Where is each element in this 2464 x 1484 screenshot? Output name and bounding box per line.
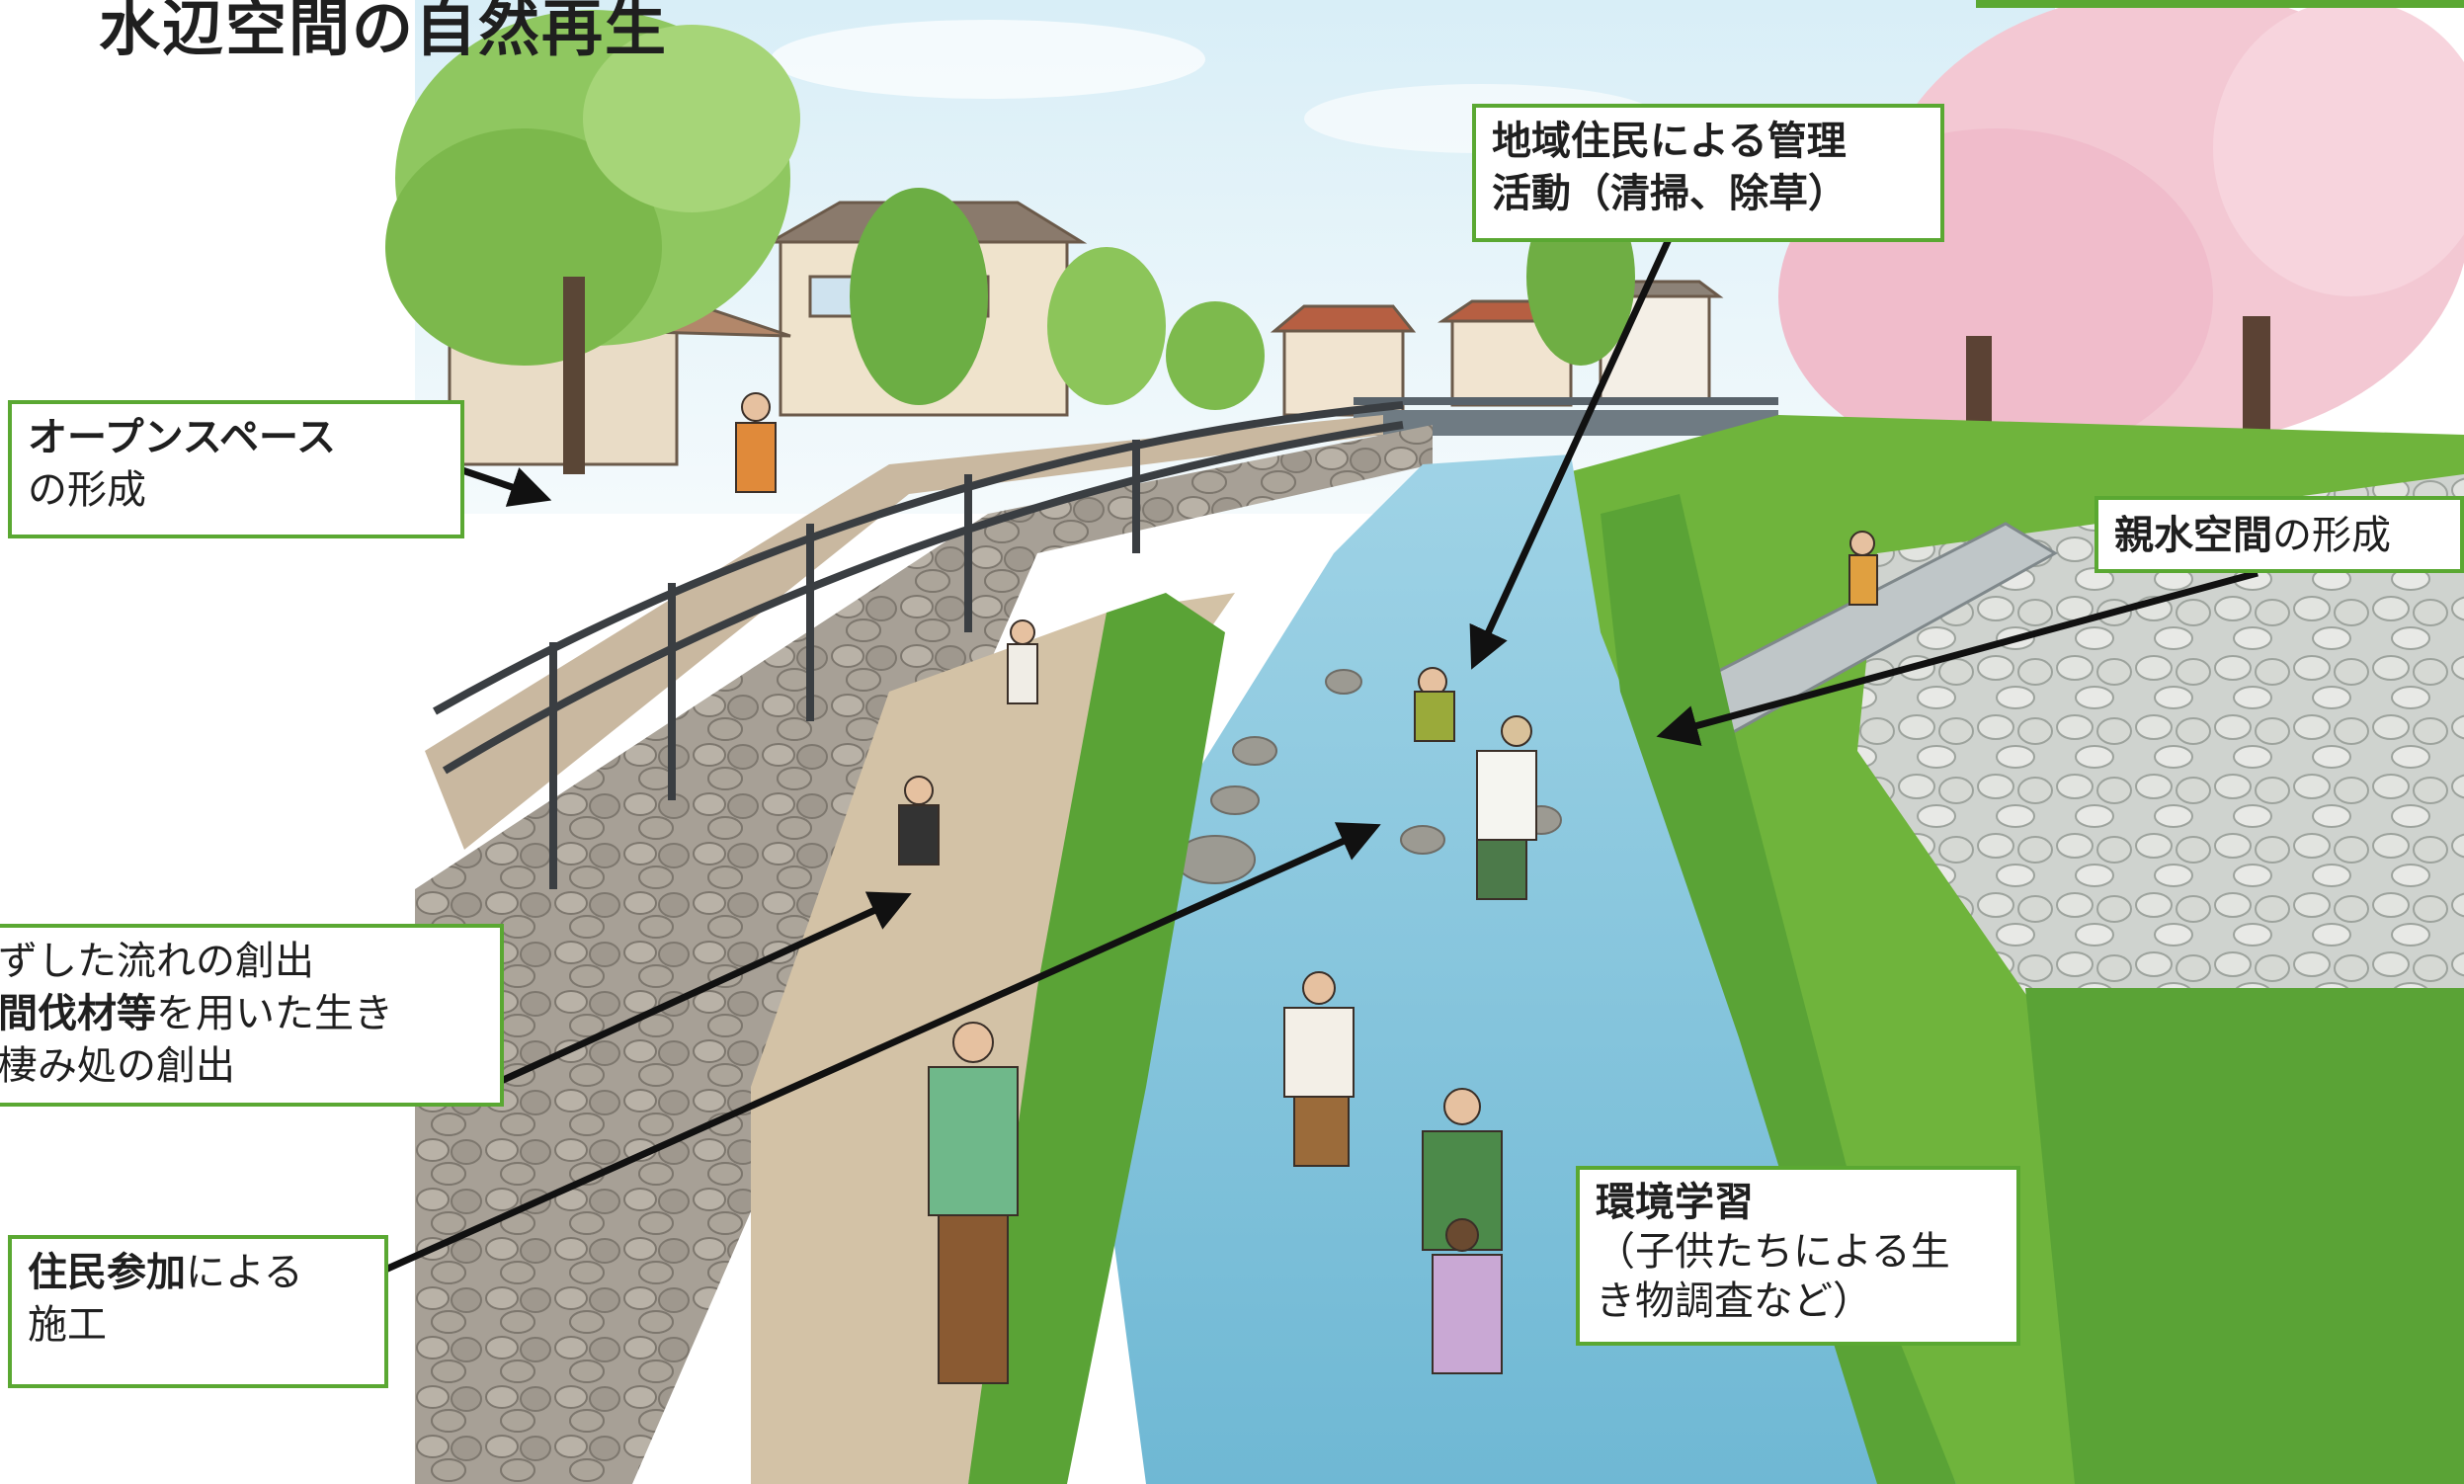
- callout-management-line2: 活動（清掃、除草）: [1492, 170, 1848, 216]
- callout-water-access: 親水空間の形成: [2094, 496, 2464, 573]
- arrow-flow: [497, 891, 912, 1086]
- callout-education-bold: 環境学習: [1596, 1180, 1754, 1225]
- callout-flow-line2-text: を用いた生き: [156, 990, 393, 1036]
- callout-management-line1: 地域住民による管理: [1492, 119, 1847, 164]
- callout-water-access-bold: 親水空間: [2114, 513, 2272, 558]
- left-trees: [385, 10, 1635, 474]
- callout-education-line3: き物調査など）: [1596, 1278, 1872, 1324]
- corner-accent-bar: [1976, 0, 2464, 8]
- callout-participation-line2: 施工: [28, 1301, 107, 1348]
- people: [735, 392, 1878, 1384]
- callout-open-space: オープンスペース の形成: [8, 400, 464, 538]
- callout-participation-text: による: [186, 1250, 303, 1295]
- callout-flow-line3: 棲み処の創出: [0, 1042, 235, 1089]
- callout-flow-line1: ずした流れの創出: [0, 939, 314, 984]
- arrow-participation: [383, 822, 1381, 1274]
- arrow-management: [1469, 235, 1674, 670]
- callout-participation: 住民参加による 施工: [8, 1235, 388, 1388]
- callout-management: 地域住民による管理 活動（清掃、除草）: [1472, 104, 1944, 242]
- callout-open-space-bold: オープンスペース: [28, 415, 336, 460]
- callout-flow: ずした流れの創出 間伐材等を用いた生き 棲み処の創出: [0, 924, 504, 1107]
- callout-education: 環境学習 （子供たちによる生 き物調査など）: [1576, 1166, 2020, 1346]
- reeds: [968, 494, 2464, 1484]
- callout-education-line2: （子供たちによる生: [1596, 1229, 1950, 1275]
- callout-open-space-text: の形成: [28, 466, 146, 513]
- callout-participation-bold: 住民参加: [28, 1250, 186, 1295]
- callout-water-access-text: の形成: [2272, 513, 2391, 558]
- railing: [433, 401, 1404, 889]
- callout-flow-line2-bold: 間伐材等: [0, 990, 156, 1036]
- page-title: 水辺空間の自然再生: [99, 0, 669, 64]
- arrow-water-access: [1656, 569, 2259, 746]
- arrow-open-space: [457, 465, 552, 507]
